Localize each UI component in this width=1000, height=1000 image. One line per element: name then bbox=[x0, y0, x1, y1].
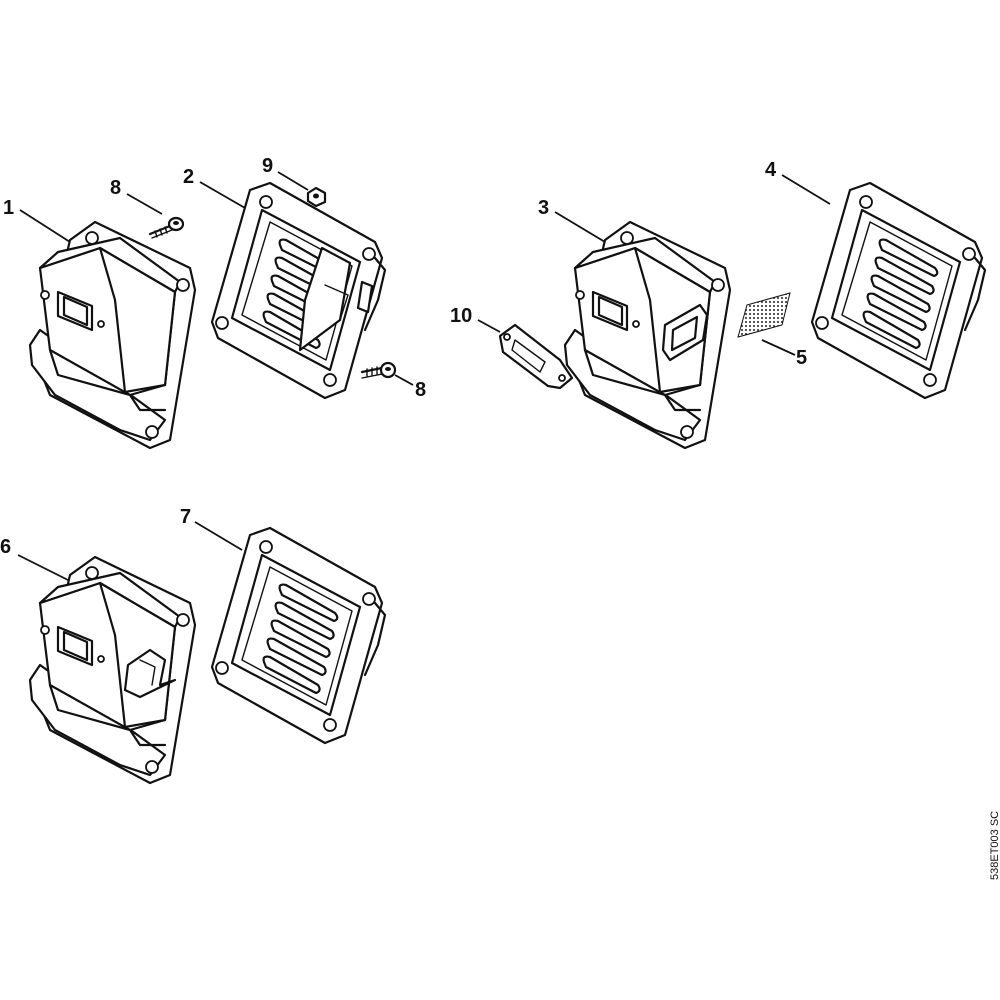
leader-1 bbox=[19, 209, 71, 243]
leader-3 bbox=[554, 211, 606, 243]
gasket-10 bbox=[498, 323, 574, 390]
muffler-cover-2 bbox=[210, 181, 387, 400]
reference-code: 538ET003 SC bbox=[989, 811, 1000, 880]
callout-6: 6 bbox=[0, 536, 11, 558]
callout-10: 10 bbox=[450, 305, 472, 327]
muffler-housing-1 bbox=[28, 220, 197, 450]
nut-9 bbox=[306, 186, 327, 208]
callout-4: 4 bbox=[765, 159, 777, 181]
leader-8-lower bbox=[394, 374, 414, 386]
callout-5: 5 bbox=[796, 347, 807, 369]
muffler-housing-3 bbox=[563, 220, 732, 450]
callout-3: 3 bbox=[538, 197, 549, 219]
callout-1: 1 bbox=[3, 197, 14, 219]
leader-8-upper bbox=[126, 193, 163, 215]
spark-arrestor-screen-5 bbox=[737, 292, 791, 338]
leader-9 bbox=[277, 171, 309, 191]
muffler-cover-4 bbox=[810, 181, 987, 400]
callout-2: 2 bbox=[183, 166, 194, 188]
muffler-cover-7 bbox=[210, 526, 387, 745]
leader-lines bbox=[17, 171, 831, 581]
leader-5 bbox=[761, 339, 796, 356]
screw-8-lower bbox=[360, 361, 397, 379]
leader-2 bbox=[199, 181, 246, 209]
leader-10 bbox=[477, 319, 501, 333]
callout-7: 7 bbox=[180, 506, 191, 528]
callout-8-lower: 8 bbox=[415, 379, 426, 401]
callout-8-upper: 8 bbox=[110, 177, 121, 199]
callout-numbers: 1 2 3 4 5 6 7 8 8 9 10 bbox=[0, 155, 807, 558]
callout-9: 9 bbox=[262, 155, 273, 177]
muffler-housing-6 bbox=[28, 555, 197, 785]
leader-7 bbox=[194, 521, 243, 551]
leader-6 bbox=[17, 554, 69, 581]
leader-4 bbox=[781, 174, 831, 205]
screw-8-upper bbox=[148, 216, 185, 239]
